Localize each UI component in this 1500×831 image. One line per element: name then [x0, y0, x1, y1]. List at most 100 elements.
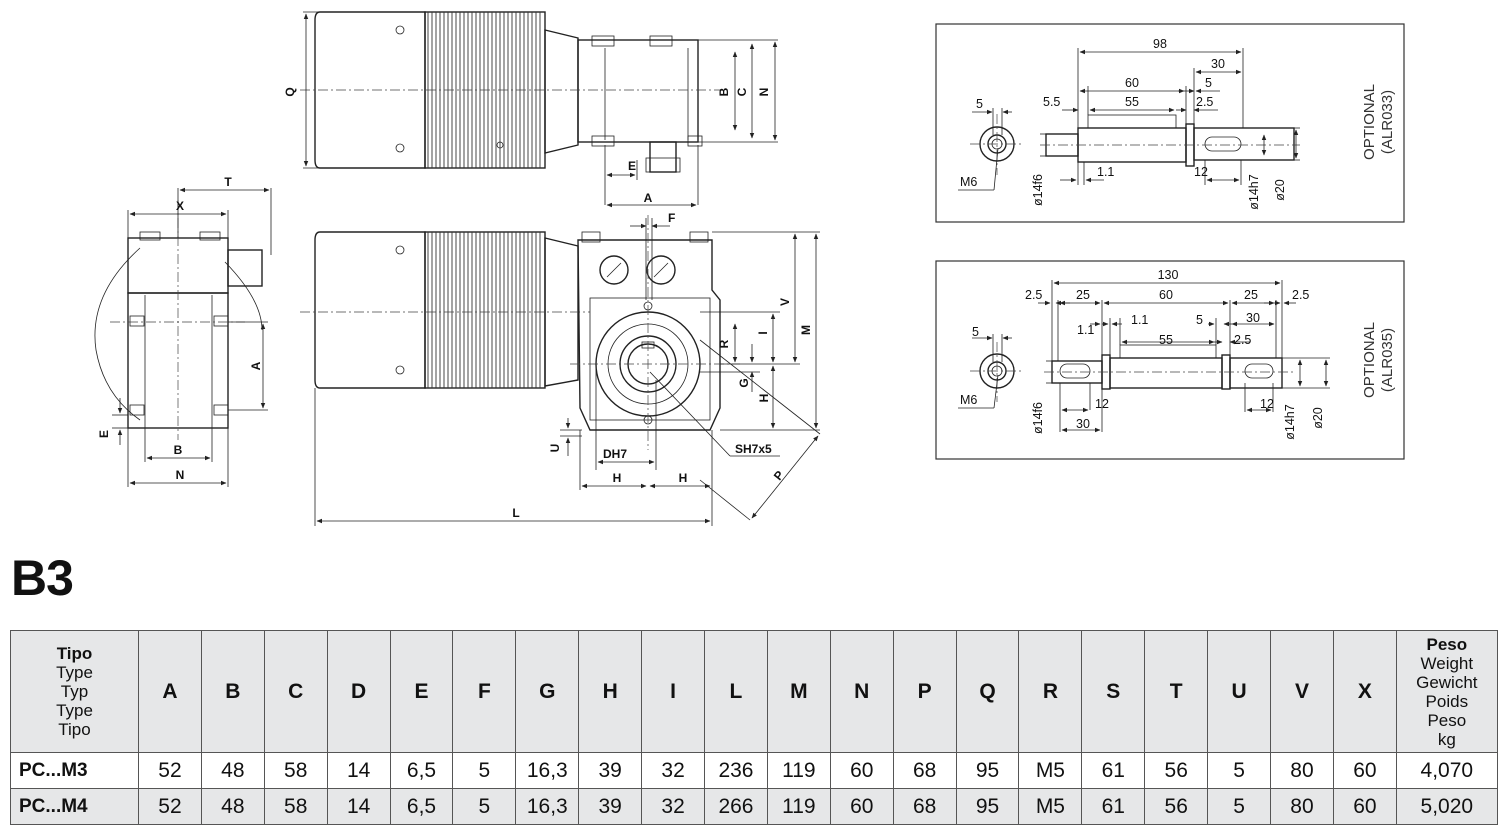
opt2-dim-25a: 25 — [1076, 288, 1090, 302]
header-c: C — [263, 630, 328, 753]
opt2-dim-2_5b: 2.5 — [1292, 288, 1309, 302]
cell-m: 119 — [766, 788, 831, 825]
header-a: A — [138, 630, 202, 753]
technical-drawing: Q B C N E A — [94, 11, 1405, 526]
label-f: F — [668, 211, 675, 225]
opt2-dia-14h7: ø14h7 — [1283, 404, 1297, 439]
cell-a: 52 — [138, 752, 202, 789]
header-e: E — [389, 630, 454, 753]
cell-p: 68 — [892, 752, 957, 789]
opt1-dim-2_5: 2.5 — [1196, 95, 1213, 109]
cell-q: 95 — [955, 752, 1020, 789]
opt1-dim-98: 98 — [1153, 37, 1167, 51]
opt1-end-5: 5 — [976, 97, 983, 111]
cell-v: 80 — [1270, 788, 1334, 825]
cell-weight: 5,020 — [1395, 788, 1498, 825]
opt1-dim-60: 60 — [1125, 76, 1139, 90]
header-q: Q — [955, 630, 1020, 753]
cell-s: 61 — [1081, 752, 1146, 789]
header-u: U — [1207, 630, 1272, 753]
header-r: R — [1018, 630, 1083, 753]
cell-d: 14 — [326, 752, 391, 789]
cell-e: 6,5 — [389, 752, 454, 789]
header-b: B — [200, 630, 265, 753]
row-type: PC...M4 — [10, 788, 139, 825]
label-b-top: B — [717, 87, 731, 96]
cell-s: 61 — [1081, 788, 1146, 825]
header-type-de: Typ — [60, 682, 89, 701]
label-n-top: N — [757, 88, 771, 97]
cell-f: 5 — [452, 788, 517, 825]
header-type: Tipo Type Typ Type Tipo — [10, 630, 139, 753]
label-l: L — [512, 506, 519, 520]
opt2-dim-1_1b: 1.1 — [1131, 313, 1148, 327]
opt2-m6: M6 — [960, 393, 977, 407]
cell-u: 5 — [1207, 752, 1272, 789]
cell-t: 56 — [1144, 788, 1209, 825]
header-h: H — [578, 630, 643, 753]
side-view: T X A E B N — [94, 175, 272, 487]
opt1-dim-5: 5 — [1205, 76, 1212, 90]
label-t: T — [224, 175, 232, 189]
header-d: D — [326, 630, 391, 753]
label-b-side: B — [174, 443, 183, 457]
cell-v: 80 — [1270, 752, 1334, 789]
label-c: C — [735, 87, 749, 96]
label-h-right: H — [679, 471, 688, 485]
cell-l: 266 — [704, 788, 768, 825]
header-v: V — [1270, 630, 1334, 753]
cell-f: 5 — [452, 752, 517, 789]
label-h-vert: H — [757, 394, 771, 403]
label-p: P — [771, 468, 787, 483]
header-weight-line: Poids — [1425, 691, 1469, 711]
cell-d: 14 — [326, 788, 391, 825]
opt1-dia-20: ø20 — [1273, 179, 1287, 201]
cell-c: 58 — [263, 752, 328, 789]
top-view: Q B C N E A — [283, 11, 778, 208]
cell-x: 60 — [1332, 752, 1397, 789]
opt2-dim-60: 60 — [1159, 288, 1173, 302]
opt2-dim-12b: 12 — [1260, 397, 1274, 411]
opt1-dia-14h7: ø14h7 — [1247, 174, 1261, 209]
label-a-side: A — [249, 361, 263, 370]
cell-a: 52 — [138, 788, 202, 825]
section-title: B3 — [11, 550, 74, 606]
header-p: P — [892, 630, 957, 753]
opt2-dim-130: 130 — [1158, 268, 1179, 282]
opt2-caption-optional: OPTIONAL — [1361, 322, 1378, 398]
header-n: N — [829, 630, 894, 753]
header-type-es: Tipo — [58, 720, 91, 739]
cell-u: 5 — [1207, 788, 1272, 825]
header-x: X — [1332, 630, 1397, 753]
header-weight-line: Peso — [1427, 710, 1467, 730]
cell-n: 60 — [829, 752, 894, 789]
optional-shaft-alr033: 5 M6 98 30 60 5 55 5.5 2.5 — [935, 23, 1405, 223]
header-weight-line: Weight — [1420, 653, 1474, 673]
opt2-dim-30b: 30 — [1076, 417, 1090, 431]
opt1-dim-30: 30 — [1211, 57, 1225, 71]
opt2-dim-2_5c: 2.5 — [1234, 333, 1251, 347]
cell-q: 95 — [955, 788, 1020, 825]
opt2-dia-14f6: ø14f6 — [1031, 402, 1045, 434]
label-sh7x5: SH7x5 — [735, 442, 772, 456]
label-a-top: A — [644, 191, 653, 205]
cell-h: 39 — [578, 752, 643, 789]
header-weight-line: Peso — [1426, 634, 1468, 654]
cell-x: 60 — [1332, 788, 1397, 825]
opt1-dim-5_5: 5.5 — [1043, 95, 1060, 109]
opt1-dim-1_1: 1.1 — [1097, 165, 1114, 179]
label-i: I — [756, 331, 770, 334]
opt2-dim-5: 5 — [1196, 313, 1203, 327]
header-type-it: Tipo — [56, 644, 93, 663]
cell-r: M5 — [1018, 752, 1083, 789]
label-u: U — [548, 444, 562, 453]
cell-t: 56 — [1144, 752, 1209, 789]
opt2-dim-1_1a: 1.1 — [1077, 323, 1094, 337]
cell-g: 16,3 — [515, 752, 580, 789]
header-g: G — [515, 630, 580, 753]
